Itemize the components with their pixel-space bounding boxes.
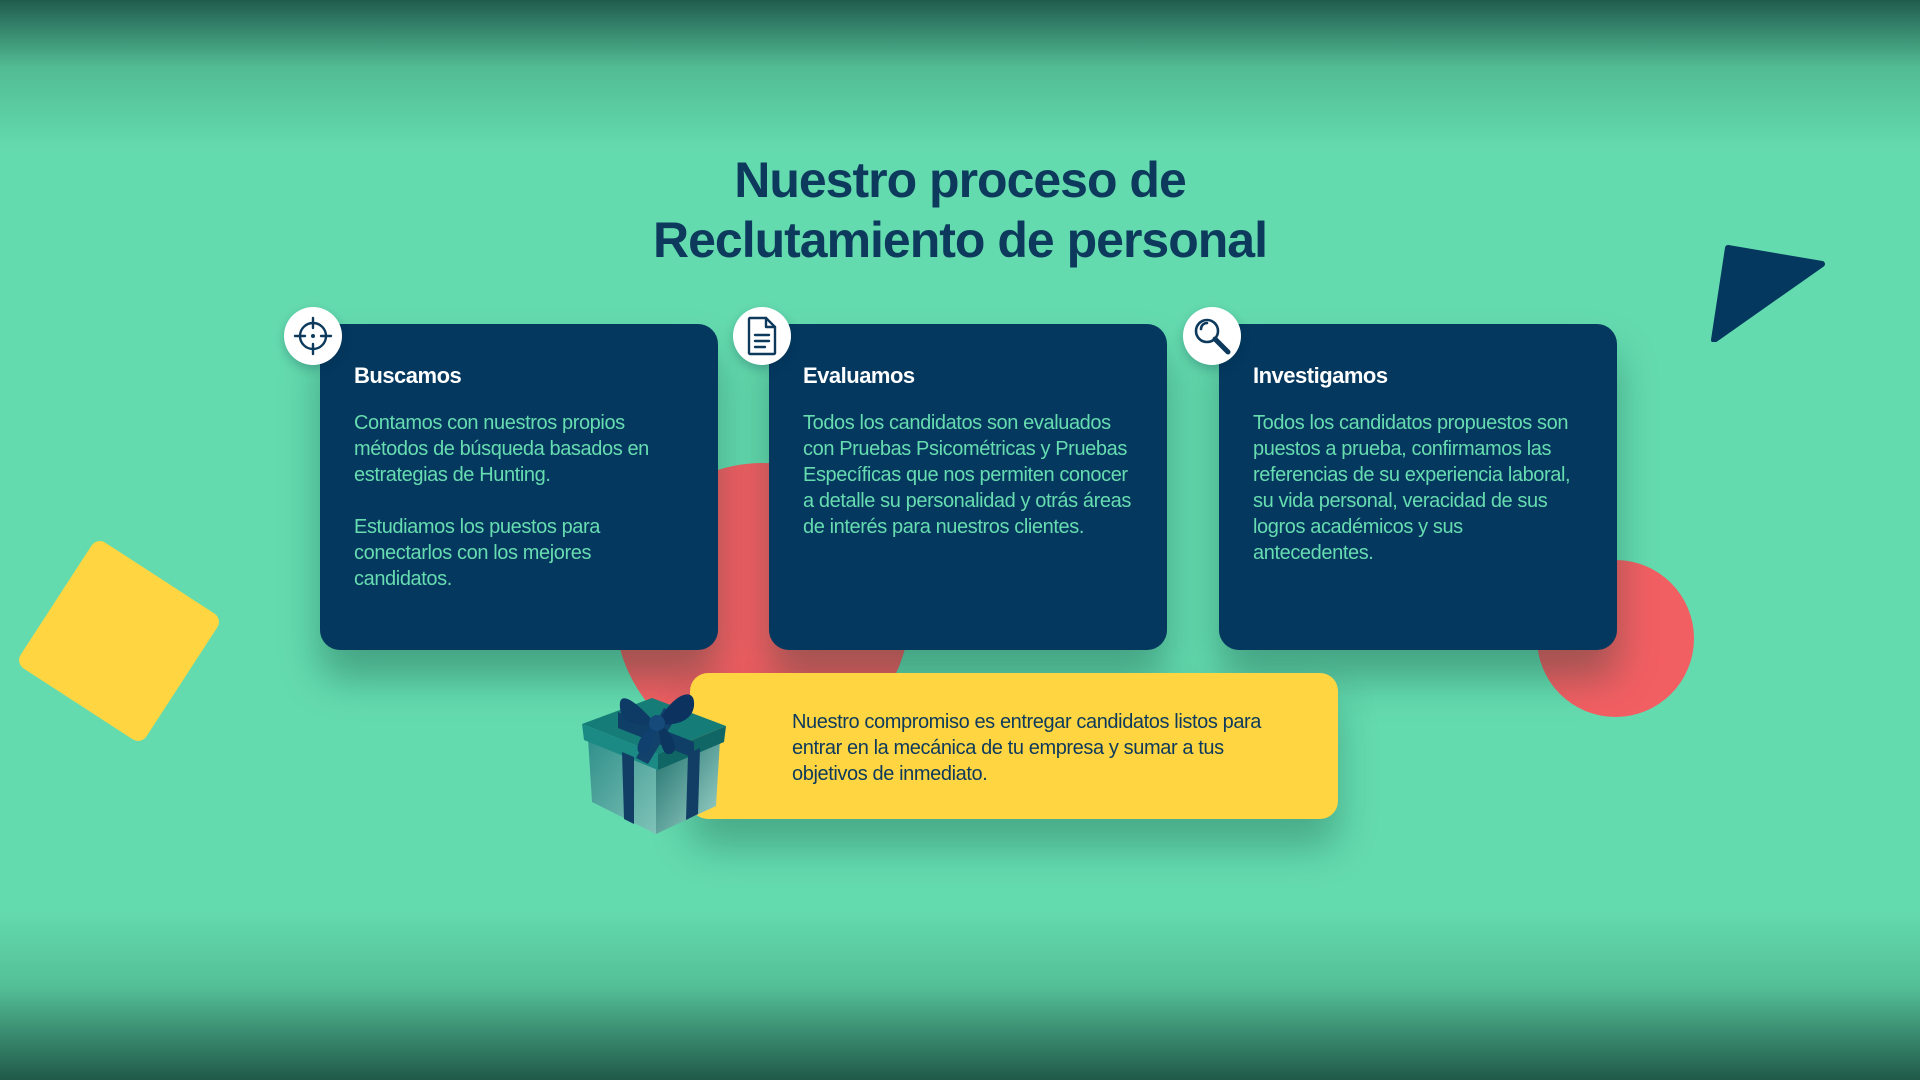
bottom-shade [0,910,1920,1080]
navy-triangle-decoration [1711,245,1825,342]
crosshair-icon [284,307,342,365]
gift-icon [582,694,726,834]
card-title: Buscamos [354,363,462,388]
card-paragraph: Estudiamos los puestos para conectarlos … [354,516,601,590]
top-shade [0,0,1920,150]
magnifier-icon [1183,307,1241,365]
card-title: Evaluamos [803,363,915,388]
card-investigamos: Investigamos Todos los candidatos propue… [1219,324,1617,650]
card-paragraph: Contamos con nuestros propios métodos de… [354,412,649,486]
document-icon [733,307,791,365]
card-paragraph: Todos los candidatos son evaluados con P… [803,412,1131,538]
card-evaluamos: Evaluamos Todos los candidatos son evalu… [769,324,1167,650]
card-buscamos: Buscamos Contamos con nuestros propios m… [320,324,718,650]
page-title: Nuestro proceso de Reclutamiento de pers… [460,150,1460,270]
title-line-2: Reclutamiento de personal [652,212,1268,268]
commitment-text: Nuestro compromiso es entregar candidato… [792,711,1262,785]
card-paragraph: Todos los candidatos propuestos son pues… [1253,412,1571,564]
yellow-square-decoration [15,537,223,745]
card-title: Investigamos [1253,363,1388,388]
commitment-banner: Nuestro compromiso es entregar candidato… [690,673,1338,819]
title-line-1: Nuestro proceso de [734,152,1187,208]
